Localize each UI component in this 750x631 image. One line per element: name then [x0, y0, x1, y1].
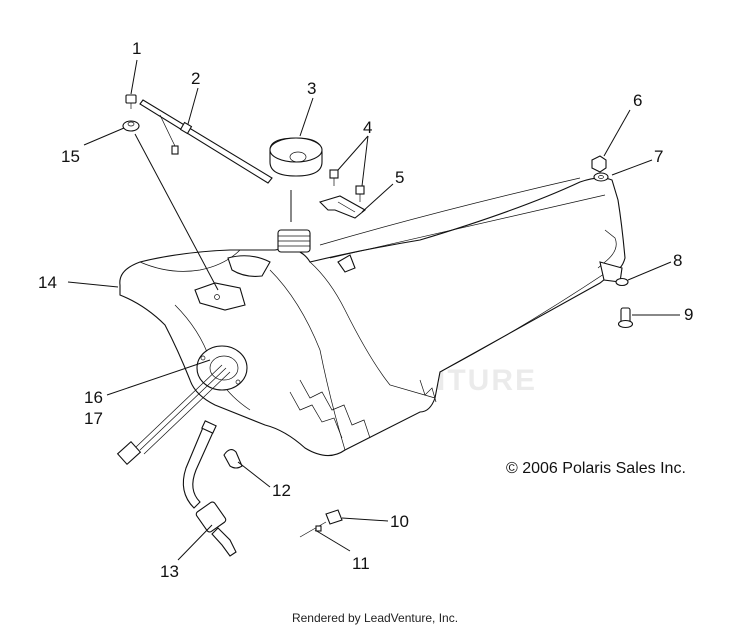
callout-8: 8 — [673, 251, 682, 270]
callout-2: 2 — [191, 69, 200, 88]
part-2-vent-line — [139, 99, 273, 184]
callout-3: 3 — [307, 79, 316, 98]
callout-17: 17 — [84, 409, 103, 428]
part-15-grommet — [122, 120, 140, 132]
callout-7: 7 — [654, 147, 663, 166]
part-7-washer — [593, 172, 609, 182]
part-12-clamp — [223, 449, 243, 469]
copyright-notice: © 2006 Polaris Sales Inc. — [506, 460, 686, 477]
callout-9: 9 — [684, 305, 693, 324]
callout-11: 11 — [352, 554, 370, 573]
part-1-screw — [125, 94, 137, 109]
callout-5: 5 — [395, 168, 404, 187]
callout-15: 15 — [61, 147, 80, 166]
render-footer: Rendered by LeadVenture, Inc. — [291, 611, 459, 625]
part-6-nut — [591, 155, 607, 173]
part-4-screws — [329, 169, 365, 202]
callout-1: 1 — [132, 39, 141, 58]
callout-4: 4 — [363, 118, 372, 137]
part-10-clip — [325, 509, 343, 525]
leader-lines — [67, 59, 680, 561]
part-13-fuel-line-filter — [182, 420, 237, 557]
callout-12: 12 — [272, 481, 291, 500]
callout-14: 14 — [38, 273, 57, 292]
part-11-tie — [299, 521, 327, 538]
part-3-fuel-cap — [269, 137, 323, 177]
callout-6: 6 — [633, 91, 642, 110]
callout-16: 16 — [84, 388, 103, 407]
part-5-bracket — [318, 195, 366, 219]
callout-labels: 1 2 3 4 5 6 7 8 9 10 11 12 13 14 15 16 1… — [38, 39, 693, 581]
part-8-washer — [615, 277, 629, 287]
callout-10: 10 — [390, 512, 409, 531]
part-16-17-fuel-pump-wiring — [116, 364, 231, 466]
part-9-bolt — [617, 307, 634, 329]
fuel-tank — [119, 177, 626, 457]
callout-13: 13 — [160, 562, 179, 581]
